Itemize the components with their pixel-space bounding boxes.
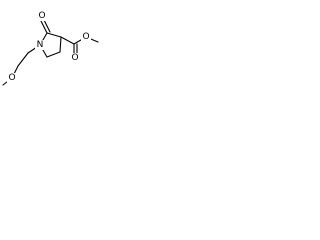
atom-o-methoxy: O xyxy=(7,73,17,83)
atom-o-ester-carbonyl-label: O xyxy=(71,53,78,63)
atom-n1: N xyxy=(35,40,45,50)
bond-c2-o-ketone-b xyxy=(43,19,51,33)
bond-chain1-chain2 xyxy=(17,52,29,67)
atom-o-ketone-label: O xyxy=(38,11,45,21)
atom-n1-label: N xyxy=(37,40,44,50)
bond-c3-c-ester xyxy=(60,36,75,45)
bond-c2-o-ketone-a xyxy=(40,20,48,34)
atom-o-methoxy-label: O xyxy=(8,73,15,83)
bond-c3-c4 xyxy=(59,36,62,53)
atom-o-ester-single-label: O xyxy=(82,32,89,42)
bonds xyxy=(2,19,99,86)
bond-c4-c5 xyxy=(46,51,61,58)
structure-diagram: N O O O O xyxy=(2,11,99,86)
atom-o-ester-carbonyl: O xyxy=(70,53,80,63)
atom-labels: N O O O O xyxy=(7,11,91,83)
atom-o-ketone: O xyxy=(37,11,47,21)
bond-c2-c3 xyxy=(46,32,62,38)
atom-o-ester-single: O xyxy=(81,32,91,42)
